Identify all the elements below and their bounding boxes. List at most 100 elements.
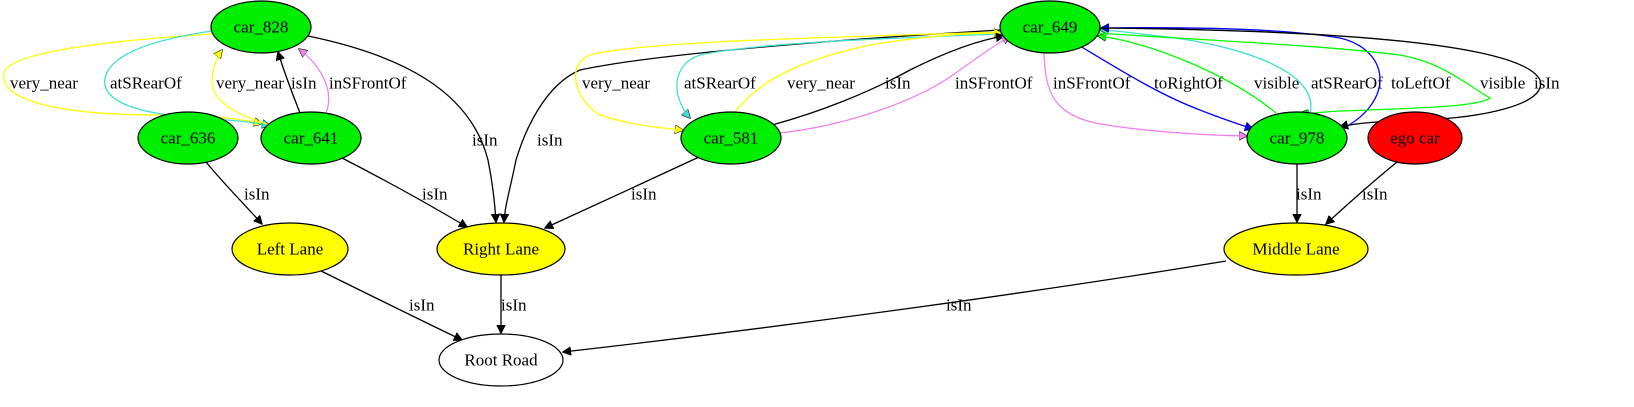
edge-middle_lane-to-root_road-isIn: isIn (563, 260, 1227, 352)
edge-label: isIn (1296, 185, 1322, 204)
node-middle-lane[interactable]: Middle Lane (1223, 222, 1369, 276)
edge-label: very_near (582, 74, 650, 93)
edge-label: inSFrontOf (329, 74, 407, 93)
edge-label: isIn (1362, 185, 1388, 204)
node-left-lane[interactable]: Left Lane (231, 222, 349, 276)
edge-car_649-to-car_581-very_near: very_near (574, 31, 1001, 130)
node-label: Left Lane (257, 240, 324, 259)
edge-car_978-to-car_649-atSRearOf: atSRearOf (1100, 30, 1383, 114)
nodes-layer: car_828 car_649 car_636 car_641 car_581 car_9… (137, 0, 1463, 387)
node-label: car_649 (1023, 18, 1078, 37)
node-ellipse (1223, 222, 1369, 276)
edge-car_649-to-car_978-toRightOf: toRightOf (1079, 45, 1253, 129)
node-ellipse (999, 0, 1101, 54)
edge-label: isIn (946, 296, 972, 315)
node-car-581[interactable]: car_581 (680, 111, 782, 165)
node-ellipse (438, 333, 564, 387)
edge-line (779, 36, 1010, 134)
node-label: ego car (1390, 129, 1440, 148)
edge-car_828-to-car_641-atSRearOf: atSRearOf (104, 30, 270, 126)
edge-line (1079, 45, 1253, 129)
edge-line (299, 49, 330, 114)
edge-label: very_near (787, 74, 855, 93)
node-ellipse (1246, 111, 1348, 165)
edge-car_641-to-right_lane-isIn: isIn (341, 157, 467, 227)
edge-label: isIn (631, 185, 657, 204)
edge-car_978-to-middle_lane-isIn: isIn (1296, 164, 1322, 222)
edge-label: isIn (409, 296, 435, 315)
node-ellipse (137, 111, 239, 165)
edge-car_581-to-car_649-inSFrontOf: inSFrontOf (779, 36, 1033, 134)
edge-line (1100, 30, 1312, 114)
edge-line (771, 36, 1004, 126)
node-ellipse (210, 0, 312, 54)
edge-car_641-to-car_828-isIn: isIn (278, 52, 317, 114)
edge-label: very_near (216, 74, 284, 93)
edge-line (341, 157, 467, 227)
edge-line (545, 156, 700, 228)
edge-line (1101, 28, 1381, 129)
edge-label: atSRearOf (110, 74, 182, 93)
node-ego-car[interactable]: ego car (1367, 111, 1463, 165)
edge-label: atSRearOf (1311, 74, 1383, 93)
edge-line (320, 270, 462, 340)
edge-label: visible (1254, 74, 1299, 93)
edge-right_lane-to-root_road-isIn: isIn (501, 274, 527, 333)
edge-line (205, 161, 262, 224)
edge-car_649-to-car_978-inSFrontOf: inSFrontOf (1043, 51, 1247, 136)
edge-line (574, 31, 1001, 130)
edge-line (307, 35, 496, 222)
edge-line (278, 52, 301, 114)
node-right-lane[interactable]: Right Lane (436, 222, 566, 276)
edge-label: atSRearOf (684, 74, 756, 93)
edge-car_978-to-car_649-visible: visible (1098, 36, 1299, 114)
edge-label: visible (1480, 74, 1525, 93)
edge-left_lane-to-root_road-isIn: isIn (320, 270, 462, 340)
node-label: car_581 (704, 129, 759, 148)
edge-label: inSFrontOf (1053, 74, 1131, 93)
node-car-636[interactable]: car_636 (137, 111, 239, 165)
node-label: car_641 (284, 129, 339, 148)
edge-car_581-to-right_lane-isIn: isIn (545, 156, 700, 228)
edge-line (1098, 36, 1277, 114)
edge-car_641-to-car_828-inSFrontOf: inSFrontOf (299, 49, 407, 114)
edge-label: isIn (291, 74, 317, 93)
edge-car_581-to-car_649-very_near: very_near (734, 33, 1002, 113)
edge-car_649-to-car_978-visible: visible (1096, 32, 1525, 113)
node-car-641[interactable]: car_641 (260, 111, 362, 165)
edge-label: very_near (10, 74, 78, 93)
node-ellipse (260, 111, 362, 165)
edge-line (104, 30, 270, 126)
node-root-road[interactable]: Root Road (438, 333, 564, 387)
edge-car_641-to-car_828-very_near: very_near (211, 50, 284, 126)
node-car-828[interactable]: car_828 (210, 0, 312, 54)
edge-line (1096, 32, 1492, 113)
edge-label: inSFrontOf (955, 74, 1033, 93)
edge-car_636-to-left_lane-isIn: isIn (205, 161, 270, 224)
edge-line (734, 33, 1002, 113)
edge-label: isIn (244, 185, 270, 204)
edge-label: isIn (472, 131, 498, 150)
edge-label: toLeftOf (1391, 74, 1451, 93)
node-car-649[interactable]: car_649 (999, 0, 1101, 54)
node-label: car_828 (234, 18, 289, 37)
node-ellipse (1367, 111, 1463, 165)
node-label: Right Lane (463, 240, 539, 259)
node-ellipse (231, 222, 349, 276)
edge-line (1043, 51, 1247, 136)
edge-ego_car-to-middle_lane-isIn: isIn (1326, 161, 1398, 224)
edge-car_581-to-car_649-isIn: isIn (771, 36, 1004, 126)
edge-label: toRightOf (1154, 74, 1223, 93)
edge-line (1326, 161, 1398, 224)
node-label: car_978 (1270, 129, 1325, 148)
edge-car_828-to-right_lane-isIn: isIn (307, 35, 498, 222)
node-ellipse (680, 111, 782, 165)
node-label: Middle Lane (1252, 240, 1339, 259)
edge-line (563, 260, 1227, 352)
edge-label: isIn (1534, 74, 1560, 93)
edge-line (211, 50, 271, 126)
node-label: car_636 (161, 129, 216, 148)
node-car-978[interactable]: car_978 (1246, 111, 1348, 165)
